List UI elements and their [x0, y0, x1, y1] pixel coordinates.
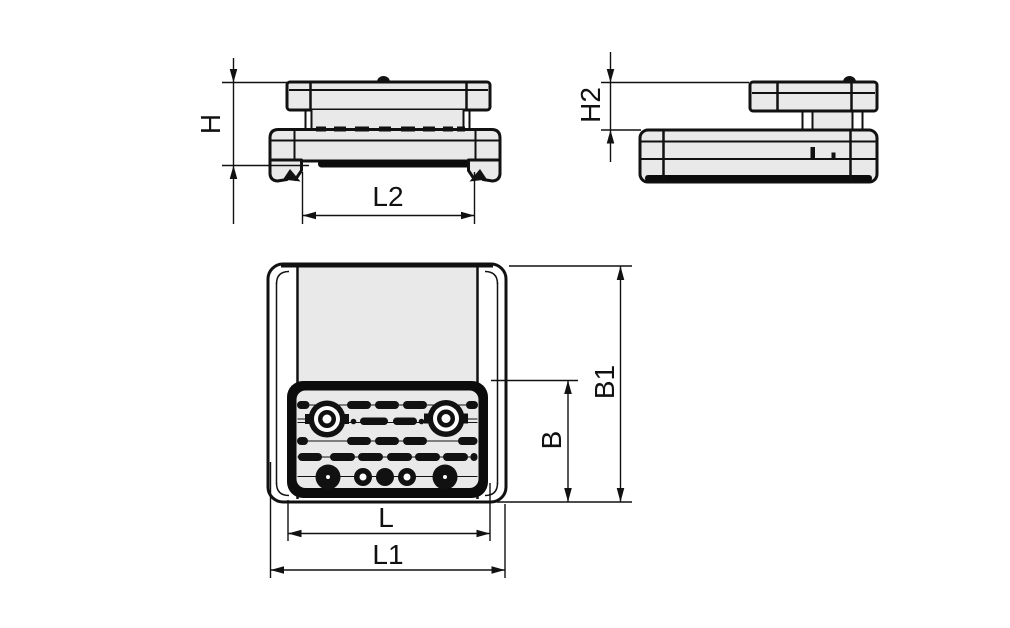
mounting-ring-left: [305, 400, 349, 438]
front-view-part: [268, 76, 502, 183]
slot-ticks: [316, 126, 465, 132]
front-view: [222, 58, 502, 224]
plan-view-part: [266, 262, 508, 504]
dim-l2-graphics: [301, 172, 476, 224]
plate-holes: [315, 464, 458, 490]
dim-label-l2: L2: [372, 181, 404, 212]
dim-l-l1-graphics: [269, 462, 506, 578]
plate-slots: [297, 401, 478, 461]
plan-view: [266, 262, 632, 578]
dim-label-h: H: [195, 113, 226, 135]
dim-b-b1-graphics: [491, 265, 632, 503]
dim-label-b: B: [536, 430, 567, 450]
mounting-ring-right: [424, 400, 468, 437]
dim-label-l: L: [378, 502, 394, 533]
side-view-part: [638, 76, 879, 184]
dim-label-l1: L1: [372, 539, 404, 570]
side-view: [601, 52, 879, 184]
dim-label-b1: B1: [589, 364, 620, 400]
dim-label-h2: H2: [575, 87, 606, 123]
dim-h-graphics: [222, 58, 309, 224]
dim-h2-graphics: [601, 52, 749, 162]
